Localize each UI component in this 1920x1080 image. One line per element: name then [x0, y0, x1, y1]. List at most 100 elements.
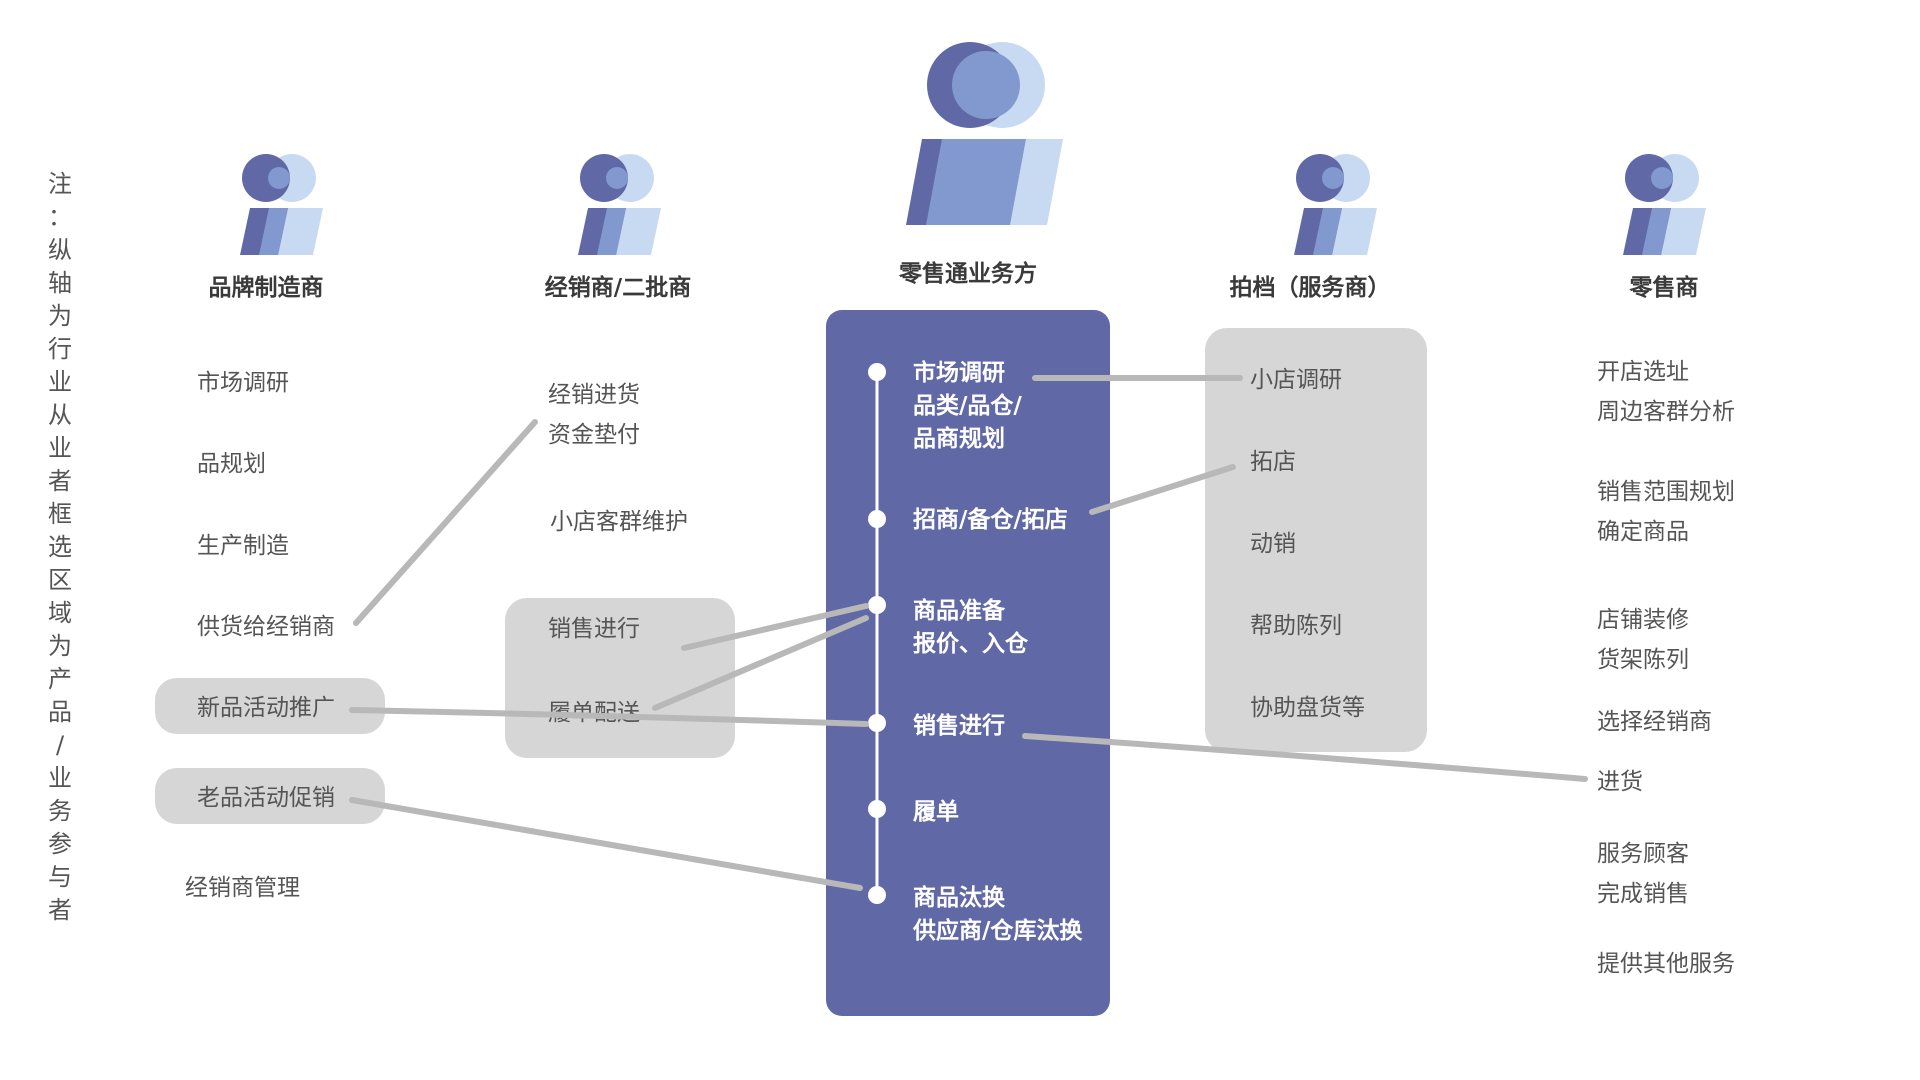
note-char: 域: [48, 599, 72, 627]
note-char: 轴: [48, 269, 72, 297]
note-char: 纵: [48, 236, 72, 264]
note-char: ：: [48, 203, 72, 231]
center-item-merchant-recruitment: 招商/备仓/拓店: [913, 507, 1068, 533]
partner-item-inventory-help: 协助盘货等: [1250, 695, 1365, 721]
retailer-item-site-selection: 开店选址周边客群分析: [1597, 352, 1735, 432]
brand-item-old-product-promotion: 老品活动促销: [197, 785, 335, 811]
retailer-customer-service-line-1: 服务顾客: [1597, 841, 1689, 867]
timeline-dot: [868, 596, 886, 614]
center-item-goods-preparation: 商品准备报价、入仓: [913, 595, 1028, 661]
timeline-dot: [868, 714, 886, 732]
note-char: 从: [48, 401, 72, 429]
center-goods-replacement-line-2: 供应商/仓库汰换: [913, 918, 1083, 944]
retailer-item-other-services: 提供其他服务: [1597, 951, 1735, 977]
connector-distributor-sales-to-goods: [681, 603, 869, 651]
note-char: 框: [48, 500, 72, 528]
note-char: 业: [48, 434, 72, 462]
retailer-customer-service-line-2: 完成销售: [1597, 881, 1689, 907]
column-title-center: 零售通业务方: [899, 261, 1037, 287]
brand-item-distributor-management: 经销商管理: [185, 875, 300, 901]
brand-item-product-planning: 品规划: [197, 451, 266, 477]
note-char: 品: [48, 698, 72, 726]
center-item-goods-replacement: 商品汰换供应商/仓库汰换: [913, 882, 1082, 948]
retailer-site-selection-line-1: 开店选址: [1597, 359, 1689, 385]
partner-item-display-help: 帮助陈列: [1250, 613, 1342, 639]
timeline-dot: [868, 510, 886, 528]
retailer-item-customer-service: 服务顾客完成销售: [1597, 834, 1689, 914]
person-icon-partner: [1294, 154, 1377, 255]
column-title-distributor: 经销商/二批商: [544, 275, 692, 301]
connector-old-product-to-replacement: [349, 797, 863, 891]
distributor-purchase-line-1: 经销进货: [548, 382, 640, 408]
brand-item-new-product-promotion: 新品活动推广: [197, 695, 335, 721]
person-icon-distributor: [578, 154, 661, 255]
connector-supply-to-distributor: [353, 419, 538, 626]
brand-item-supply-distributor: 供货给经销商: [197, 614, 335, 640]
note-char: 参: [48, 830, 72, 858]
distributor-item-purchase-funding: 经销进货资金垫付: [548, 375, 640, 455]
center-item-sales: 销售进行: [913, 713, 1005, 739]
retailer-store-decoration-line-1: 店铺装修: [1597, 607, 1689, 633]
brand-item-manufacturing: 生产制造: [197, 533, 289, 559]
center-market-research-line-1: 市场调研: [913, 360, 1005, 386]
distributor-item-sales: 销售进行: [548, 616, 640, 642]
column-title-brand: 品牌制造商: [208, 275, 324, 301]
brand-item-market-research: 市场调研: [197, 370, 289, 396]
note-char: 注: [48, 170, 72, 198]
center-market-research-line-3: 品商规划: [913, 426, 1005, 452]
column-title-retailer: 零售商: [1629, 275, 1699, 301]
note-char: 者: [48, 896, 72, 924]
note-char: 者: [48, 467, 72, 495]
person-icon-brand: [240, 154, 323, 255]
timeline-dot: [868, 363, 886, 381]
retailer-item-choose-distributor: 选择经销商: [1597, 709, 1712, 735]
connector-new-product-to-sales: [349, 707, 869, 727]
note-char: 业: [48, 764, 72, 792]
retailer-item-sales-planning: 销售范围规划确定商品: [1597, 472, 1735, 552]
timeline: [868, 363, 886, 904]
note-char: 为: [48, 632, 72, 660]
center-panel: [826, 310, 1110, 1016]
note-char: 区: [48, 566, 72, 594]
retailer-item-store-decoration: 店铺装修货架陈列: [1597, 600, 1689, 680]
partner-item-store-research: 小店调研: [1250, 367, 1342, 393]
center-item-fulfillment: 履单: [913, 799, 959, 825]
note-char: 与: [48, 863, 72, 891]
center-goods-preparation-line-1: 商品准备: [913, 598, 1005, 624]
person-icon-retailer: [1623, 154, 1706, 255]
retailer-item-purchase: 进货: [1597, 769, 1643, 795]
center-goods-preparation-line-2: 报价、入仓: [913, 631, 1028, 657]
distributor-item-store-customers: 小店客群维护: [550, 509, 688, 535]
retailer-sales-planning-line-1: 销售范围规划: [1597, 479, 1735, 505]
note-char: 行: [48, 335, 72, 363]
partner-item-store-expansion: 拓店: [1250, 449, 1296, 475]
partner-item-sales-movement: 动销: [1250, 531, 1296, 557]
connector-recruit-to-expansion: [1089, 464, 1236, 515]
timeline-dot: [868, 886, 886, 904]
connector-sales-to-purchase: [1022, 733, 1588, 782]
center-item-market-research: 市场调研品类/品仓/品商规划: [913, 357, 1022, 456]
note-char: 产: [48, 665, 72, 693]
note-char: 为: [48, 302, 72, 330]
note-char: 务: [48, 797, 72, 825]
partner-highlight-box: [1205, 328, 1427, 752]
person-icon-center: [906, 42, 1063, 225]
timeline-dot: [868, 800, 886, 818]
note-char: /: [55, 731, 65, 759]
column-title-partner: 拍档（服务商）: [1229, 275, 1391, 301]
vertical-note: 注：纵轴为行业从业者框选区域为产品/业务参与者: [46, 168, 74, 927]
brand-new-product-highlight: [155, 678, 385, 734]
note-char: 选: [48, 533, 72, 561]
retailer-store-decoration-line-2: 货架陈列: [1597, 647, 1689, 673]
retailer-sales-planning-line-2: 确定商品: [1597, 519, 1689, 545]
retailer-site-selection-line-2: 周边客群分析: [1597, 399, 1735, 425]
center-goods-replacement-line-1: 商品汰换: [913, 885, 1005, 911]
note-char: 业: [48, 368, 72, 396]
center-market-research-line-2: 品类/品仓/: [913, 393, 1022, 419]
brand-old-product-highlight: [155, 768, 385, 824]
distributor-purchase-line-2: 资金垫付: [548, 422, 640, 448]
connector-delivery-to-goods: [652, 615, 869, 711]
